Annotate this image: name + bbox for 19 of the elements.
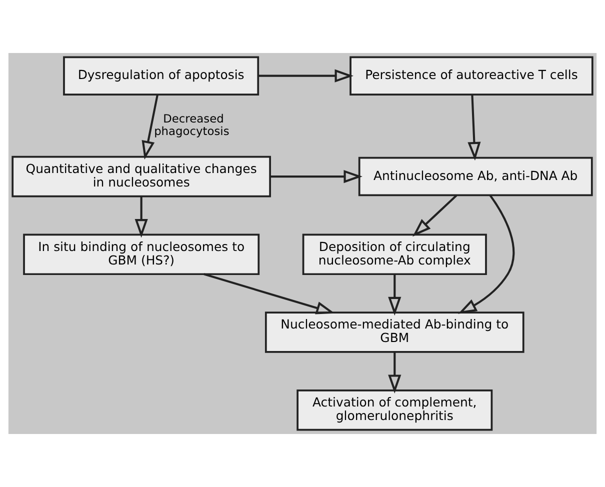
arrow xyxy=(388,352,402,394)
edge-label: Decreased phagocytosis xyxy=(154,111,230,138)
arrow xyxy=(142,94,158,160)
arrow xyxy=(258,69,354,82)
node-box: Deposition of circulating nucleosome-Ab complex xyxy=(302,234,487,276)
arrow xyxy=(458,194,515,314)
node-box: Persistence of autoreactive T cells xyxy=(350,56,594,96)
node-box: Nucleosome-mediated Ab-binding to GBM xyxy=(264,312,524,353)
arrow xyxy=(204,273,335,314)
node-box: Dysregulation of apoptosis xyxy=(63,56,260,96)
arrow xyxy=(412,194,458,237)
arrow xyxy=(388,274,402,316)
node-box: Antinucleosome Ab, anti-DNA Ab xyxy=(358,156,593,196)
node-box: Activation of complement, glomerulonephritis xyxy=(296,389,493,431)
arrow xyxy=(134,196,148,238)
arrow xyxy=(468,94,481,161)
node-box: In situ binding of nucleosomes to GBM (HS?) xyxy=(23,234,260,276)
node-box: Quantitative and qualitative changes in nucleosomes xyxy=(12,156,271,198)
arrow xyxy=(270,170,362,184)
